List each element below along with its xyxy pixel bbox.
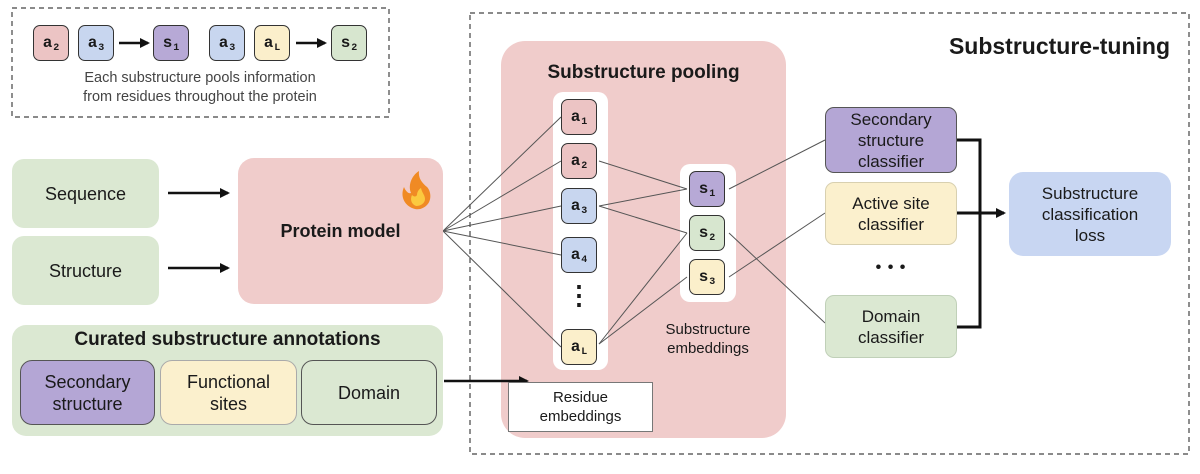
tuning-frame [469, 12, 1190, 455]
structure-box: Structure [12, 236, 159, 305]
active-site-classifier: Active site classifier [825, 182, 957, 245]
classifier-bracket [957, 138, 982, 329]
pooling-lines [598, 160, 688, 345]
classification-loss-box: Substructure classification loss [1009, 172, 1171, 256]
residue-ellipsis: ⋮ [566, 280, 592, 310]
sequence-label: Sequence [44, 183, 127, 204]
model-to-residue-lines [442, 116, 562, 348]
loss-line1: Substructure [1041, 183, 1139, 203]
secondary-classifier-line3: classifier [857, 151, 925, 171]
annotation-functional-line2: sites [209, 393, 247, 414]
substructure-embeddings-label: Substructure embeddings [648, 320, 768, 358]
annotation-secondary-line1: Secondary [44, 371, 131, 392]
substructure-embeddings-line1: Substructure [665, 321, 751, 338]
pooling-title: Substructure pooling [547, 62, 740, 83]
annotations-title: Curated substructure annotations [74, 329, 381, 350]
protein-model-label: Protein model [280, 221, 401, 241]
loss-line3: loss [1074, 225, 1106, 245]
tuning-title: Substructure-tuning [948, 33, 1170, 59]
loss-line2: classification [1041, 204, 1139, 224]
annotation-domain: Domain [301, 360, 437, 425]
protein-model-box: Protein model [238, 158, 443, 304]
residue-embeddings-label: Residue embeddings [508, 382, 653, 432]
annotation-functional-line1: Functional [186, 371, 271, 392]
substructure-embeddings-line2: embeddings [667, 340, 749, 357]
residue-embeddings-line2: embeddings [539, 408, 622, 425]
secondary-classifier-line2: structure [857, 130, 925, 150]
active-site-classifier-line1: Active site [852, 193, 930, 213]
secondary-structure-classifier: Secondary structure classifier [825, 107, 957, 173]
annotation-secondary-structure: Secondary structure [20, 360, 155, 425]
annotation-functional-sites: Functional sites [160, 360, 297, 425]
domain-classifier-line2: classifier [857, 327, 925, 347]
structure-label: Structure [48, 260, 123, 281]
sequence-box: Sequence [12, 159, 159, 228]
legend-caption-line1: Each substructure pools information [84, 70, 316, 86]
legend-caption-line2: from residues throughout the protein [83, 89, 317, 105]
annotation-domain-line1: Domain [337, 382, 401, 403]
active-site-classifier-line2: classifier [857, 214, 925, 234]
domain-classifier-line1: Domain [861, 306, 921, 326]
domain-classifier: Domain classifier [825, 295, 957, 358]
secondary-classifier-line1: Secondary [850, 109, 932, 129]
substructure-to-classifier-lines [728, 139, 826, 324]
legend-caption: Each substructure pools information from… [20, 69, 380, 107]
residue-embeddings-line1: Residue [552, 389, 609, 406]
annotation-secondary-line2: structure [52, 393, 123, 414]
classifier-ellipsis: • • • [875, 259, 907, 276]
